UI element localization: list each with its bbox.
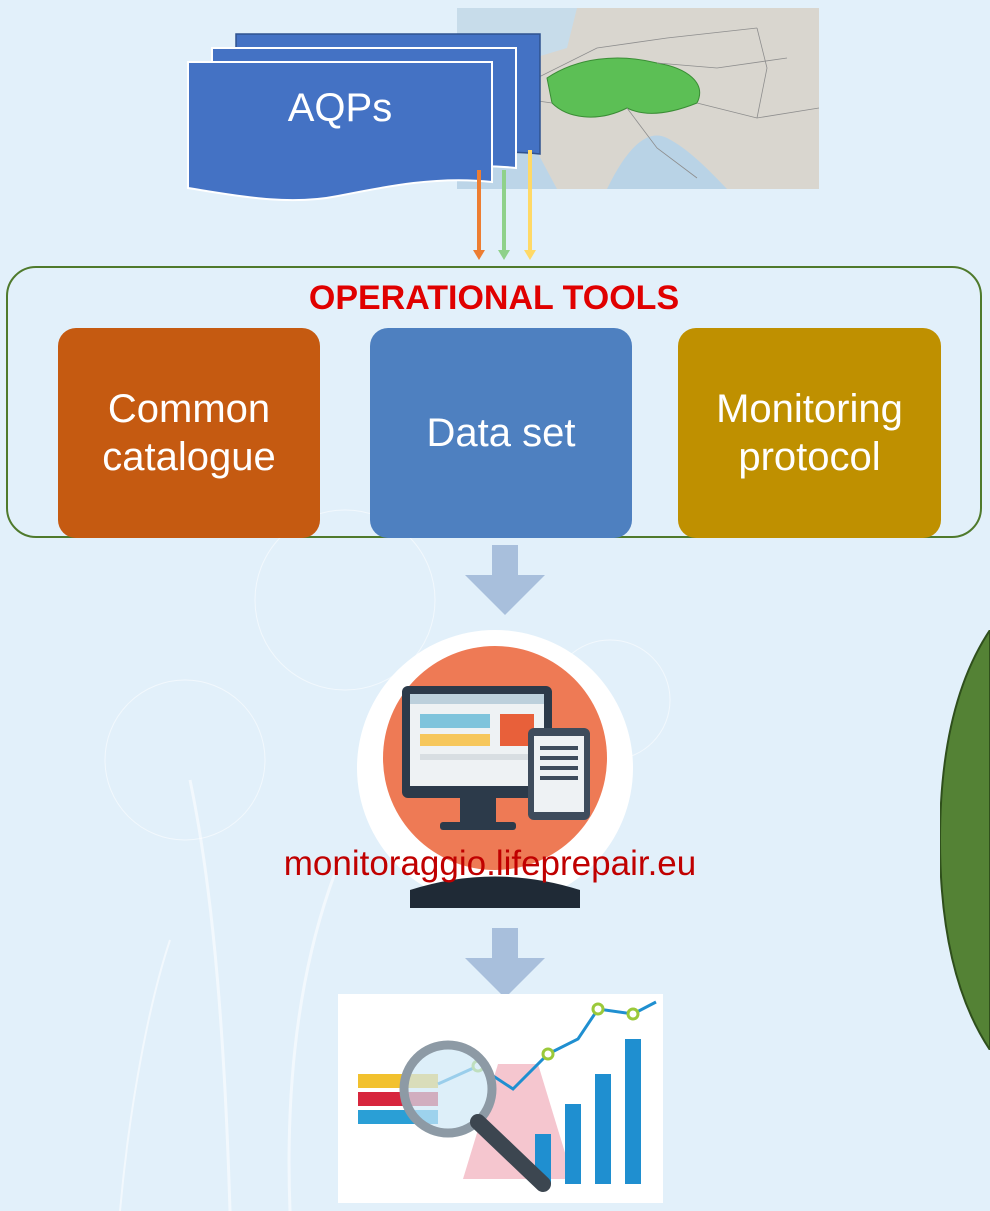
monitoring-platform-illustration [357,630,633,908]
operational-tools-title: OPERATIONAL TOOLS [308,279,680,317]
input-arrows [473,150,536,260]
aqp-documents-label: AQPs [287,85,393,130]
green-side-shape [940,630,990,1050]
tool-common-catalogue: Common catalogue [58,328,320,538]
flow-arrow-down-1 [465,545,545,615]
tool-monitoring-protocol: Monitoring protocol [678,328,941,538]
magnifier [399,1040,551,1192]
platform-url: monitoraggio.lifeprepair.eu [283,844,697,883]
data-analysis-illustration [338,994,663,1203]
green-arrow [498,170,510,260]
yellow-arrow [524,150,536,260]
tool-data-set: Data set [370,328,632,538]
orange-arrow [473,170,485,260]
aqp-documents-stack [186,28,544,208]
flow-arrow-down-2 [465,928,545,998]
